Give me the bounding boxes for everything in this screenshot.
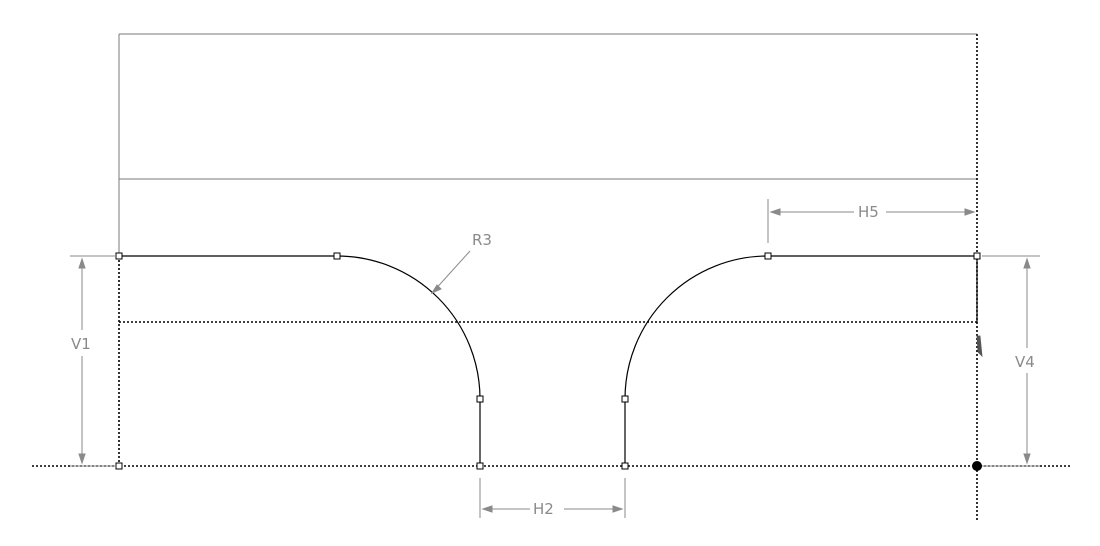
cursor-icon <box>976 335 983 358</box>
arrow-icon <box>78 453 86 465</box>
vertex[interactable] <box>621 395 629 403</box>
arrow-icon <box>612 505 624 513</box>
arrow-icon <box>78 257 86 269</box>
left-fillet-arc[interactable] <box>336 255 481 400</box>
dimension-label: R3 <box>472 231 492 249</box>
vertex[interactable] <box>764 252 772 260</box>
vertex[interactable] <box>333 252 341 260</box>
vertex[interactable] <box>476 462 484 470</box>
dimension-v1[interactable]: V1 <box>70 255 116 467</box>
arrow-icon <box>769 208 781 216</box>
vertex[interactable] <box>621 462 629 470</box>
arrow-icon <box>1023 453 1031 465</box>
vertex[interactable] <box>115 462 123 470</box>
dimension-label: V4 <box>1015 353 1035 371</box>
dimension-label: H5 <box>858 203 879 221</box>
arrow-icon <box>481 505 493 513</box>
sketch-vertices <box>115 252 982 471</box>
right-fillet-arc[interactable] <box>624 255 769 400</box>
reference-block <box>118 33 977 256</box>
arrow-icon <box>430 284 442 295</box>
origin-point[interactable] <box>972 461 982 471</box>
vertex[interactable] <box>476 395 484 403</box>
vertex[interactable] <box>973 252 981 260</box>
dimension-h2[interactable]: H2 <box>479 478 626 518</box>
dimension-h5[interactable]: H5 <box>767 199 976 243</box>
vertex[interactable] <box>115 252 123 260</box>
construction-lines <box>32 34 1072 520</box>
dimension-label: H2 <box>533 500 554 518</box>
arrow-icon <box>1023 257 1031 269</box>
dimension-label: V1 <box>71 335 91 353</box>
sketch-profile[interactable] <box>119 255 978 466</box>
arrow-icon <box>964 208 976 216</box>
dimension-v4[interactable]: V4 <box>982 255 1040 467</box>
dimension-r3[interactable]: R3 <box>430 231 492 295</box>
